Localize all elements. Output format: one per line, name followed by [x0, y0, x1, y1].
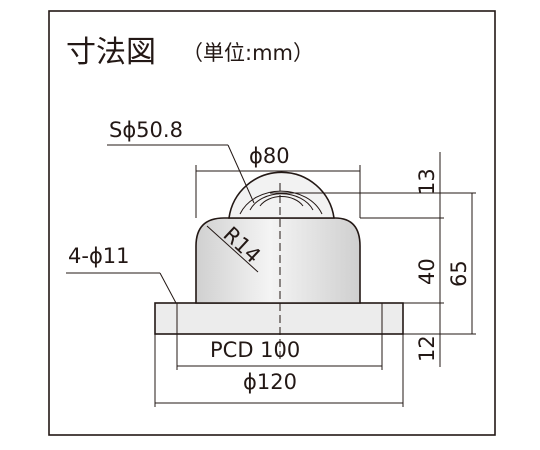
base-flange: [154, 302, 404, 335]
pcd-label: PCD 100: [210, 338, 300, 362]
ball-highlight-outer: [239, 190, 323, 215]
dimensions: Sϕ50.8 ϕ80 R14 4-ϕ11 PCD 100 ϕ120 13: [66, 118, 476, 407]
ball-transfer-unit: [154, 171, 404, 360]
h65-label: 65: [447, 260, 471, 287]
ball-dimension-label: Sϕ50.8: [109, 118, 183, 142]
h12-label: 12: [415, 335, 439, 362]
body-cap: [195, 217, 361, 304]
h13-label: 13: [415, 168, 439, 195]
ball-highlight-inner: [259, 196, 304, 207]
drawing-title: 寸法図: [66, 35, 156, 70]
ball-leader-diagonal: [227, 144, 255, 204]
drawing-border: [48, 10, 496, 436]
holes-leader-diagonal: [159, 272, 177, 304]
ball-highlight-mid: [249, 193, 314, 211]
unit-note: （単位:mm）: [182, 41, 314, 65]
h40-label: 40: [415, 258, 439, 285]
dia120-label: ϕ120: [243, 370, 297, 394]
holes-label: 4-ϕ11: [68, 244, 130, 268]
radius-leader: [206, 225, 259, 273]
ball: [228, 171, 335, 219]
dia80-label: ϕ80: [249, 144, 290, 168]
